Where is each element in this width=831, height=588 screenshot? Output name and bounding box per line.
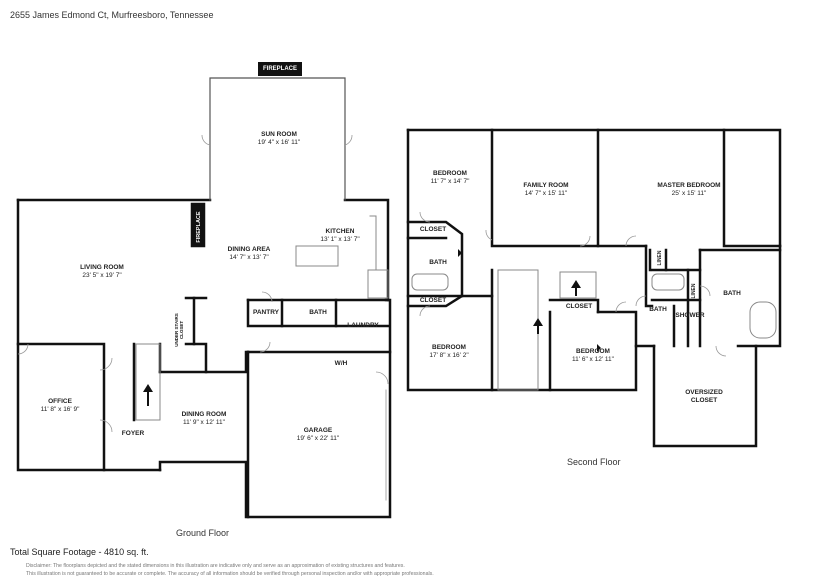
bath-1-label: BATH: [429, 259, 447, 266]
disclaimer-line-1: Disclaimer: The floorplans depicted and …: [26, 563, 405, 569]
laundry-label: LAUNDRY: [347, 322, 379, 329]
foyer-label: FOYER: [121, 430, 145, 437]
closet-3-label: CLOSET: [565, 303, 593, 310]
closet-2-label: CLOSET: [419, 297, 447, 304]
ground-floor-title: Ground Floor: [176, 528, 230, 538]
closet-1-label: CLOSET: [419, 226, 447, 233]
under-stairs-closet-label: UNDER STAIRS CLOSET: [174, 313, 184, 347]
linen-1-label: LINEN: [657, 250, 663, 266]
address-header: 2655 James Edmond Ct, Murfreesboro, Tenn…: [10, 10, 214, 20]
linen-2-label: LINEN: [691, 283, 697, 299]
ground-bath-label: BATH: [309, 309, 327, 316]
fireplace-side-label: FIREPLACE: [196, 211, 202, 243]
total-square-footage: Total Square Footage - 4810 sq. ft.: [10, 547, 149, 557]
master-bath-label: BATH: [723, 290, 741, 297]
shower-label: SHOWER: [675, 312, 705, 319]
bath-2-label: BATH: [649, 306, 667, 313]
second-floor-title: Second Floor: [567, 457, 621, 467]
pantry-label: PANTRY: [253, 309, 279, 316]
disclaimer-line-2: This illustration is not guaranteed to b…: [26, 571, 434, 577]
wh-label: W/H: [334, 360, 348, 367]
fireplace-top-label: FIREPLACE: [258, 62, 302, 76]
